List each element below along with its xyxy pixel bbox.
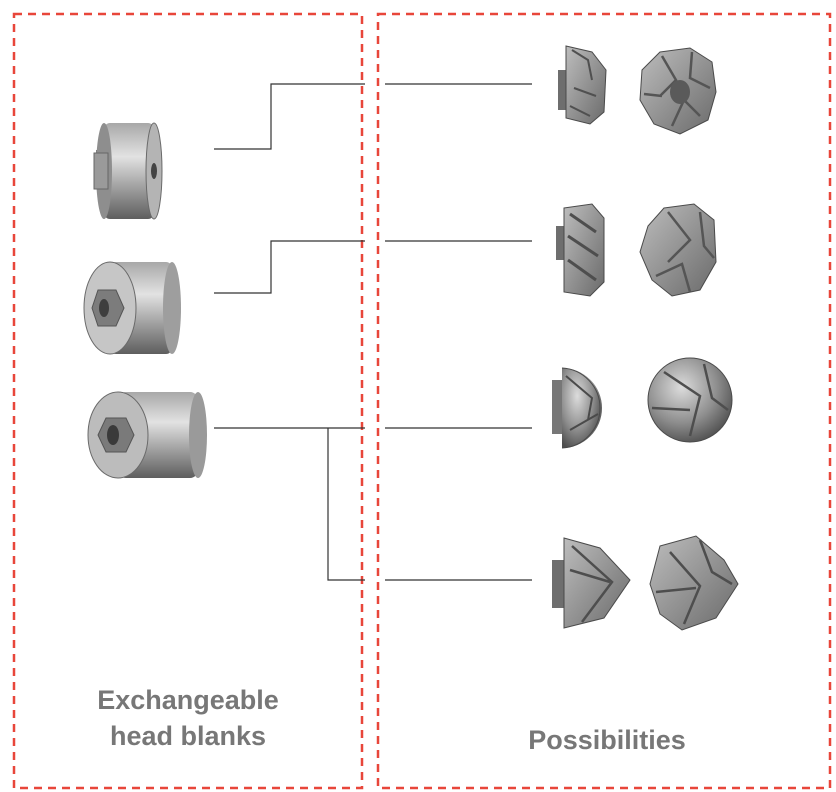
ball-nose-cutter-pair-icon xyxy=(552,357,733,449)
spiral-face-cutter-pair-icon xyxy=(558,45,717,135)
connector-blank2-to-row2 xyxy=(214,240,365,294)
blank-hex-bore-cylinder-icon xyxy=(83,261,181,355)
blank-short-cylinder-icon xyxy=(93,122,163,220)
chamfer-cone-cutter-pair-icon xyxy=(552,535,739,631)
panel-right-border xyxy=(376,12,832,790)
blanks-label-line2: head blanks xyxy=(109,721,267,751)
blanks-panel-label: Exchangeable head blanks xyxy=(20,682,356,754)
helical-cutter-pair-icon xyxy=(556,203,717,297)
connector-blank1-to-row1 xyxy=(214,83,365,150)
possibilities-panel-label: Possibilities xyxy=(528,725,686,755)
connector-lines xyxy=(214,83,532,581)
blank-wide-cylinder-icon xyxy=(87,391,207,479)
connector-blank3-to-row4 xyxy=(327,428,365,581)
blanks-label-line1: Exchangeable xyxy=(97,685,279,715)
panel-left-border xyxy=(12,12,364,790)
